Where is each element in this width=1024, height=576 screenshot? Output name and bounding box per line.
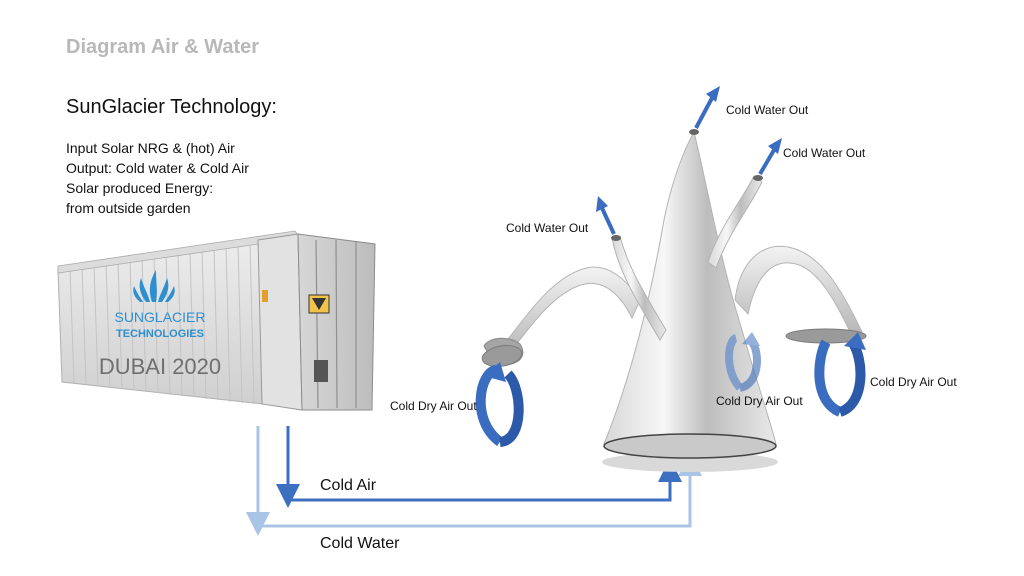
description-line: Solar produced Energy: (66, 180, 214, 196)
description-line: Output: Cold water & Cold Air (66, 160, 249, 176)
cold-air-flow-line (276, 426, 682, 508)
flow-label-cold-water: Cold Water (320, 535, 400, 552)
container-event-text: DUBAI 2020 (99, 354, 221, 379)
label-cold-dry-air-out-left: Cold Dry Air Out (390, 399, 477, 413)
cold-water-flow-line (246, 426, 702, 536)
description-line: from outside garden (66, 200, 191, 216)
container-brand-line2: TECHNOLOGIES (116, 328, 204, 340)
label-cold-water-out-top: Cold Water Out (726, 103, 809, 117)
air-loop-center (725, 332, 761, 392)
technology-heading: SunGlacier Technology: (66, 96, 277, 118)
label-cold-water-out-right: Cold Water Out (783, 146, 866, 160)
air-loop-right (814, 332, 866, 417)
sunglacier-logo (133, 270, 175, 302)
label-cold-dry-air-out-right: Cold Dry Air Out (870, 375, 957, 389)
description-block: Input Solar NRG & (hot) Air Output: Cold… (66, 138, 249, 218)
shipping-container: SUNGLACIER TECHNOLOGIES DUBAI 2020 (57, 230, 376, 411)
water-out-arrows (596, 86, 782, 235)
label-cold-dry-air-out-center: Cold Dry Air Out (716, 394, 803, 408)
label-cold-water-out-left: Cold Water Out (506, 221, 589, 235)
diagram-title: Diagram Air & Water (66, 36, 260, 58)
description-line: Input Solar NRG & (hot) Air (66, 140, 235, 156)
flow-label-cold-air: Cold Air (320, 477, 377, 494)
container-brand-line1: SUNGLACIER (114, 309, 205, 325)
air-loop-left (475, 362, 524, 447)
sunglacier-sculpture (481, 129, 867, 472)
